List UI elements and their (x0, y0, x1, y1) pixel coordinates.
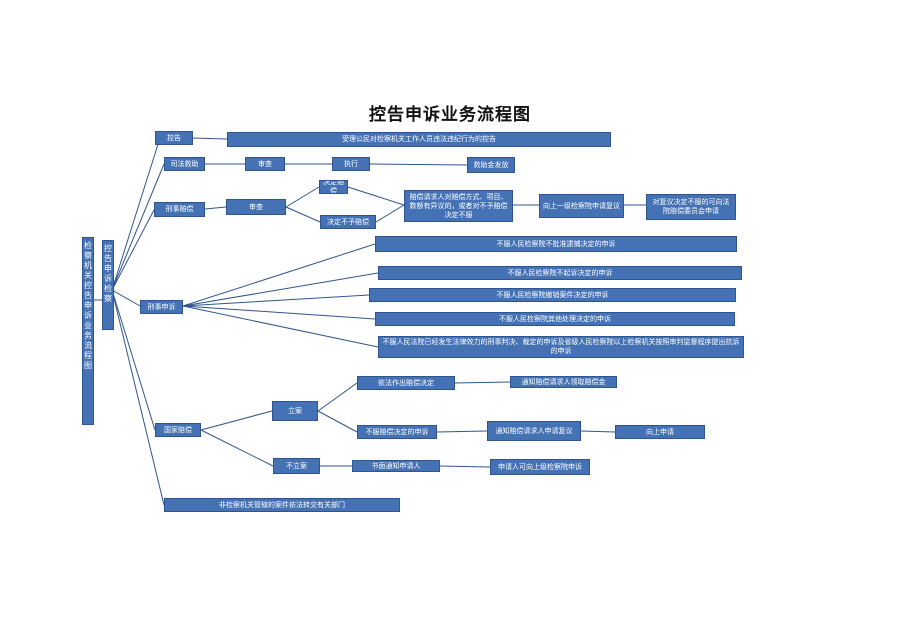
edge-sub-bottom (111, 289, 165, 506)
node-xingshen: 刑事申诉 (140, 300, 183, 314)
edge-sub-xingshi (111, 209, 155, 291)
node-sifa-zhixing: 执行 (332, 157, 370, 171)
node-bottom: 非检察机关管辖的案件依法转交有关部门 (164, 498, 400, 512)
node-lian-b-next: 通知赔偿请求人申请复议 (487, 421, 581, 441)
sub-root-node: 控告申诉检察 (102, 240, 114, 330)
node-xs2: 不服人民检察院不起诉决定的申诉 (378, 266, 742, 280)
edge-lian-a (317, 382, 358, 412)
edge-shencha2-jueding (285, 186, 320, 208)
edge-sub-xingshen (111, 289, 141, 307)
edge-zhixing-next (369, 163, 468, 166)
edge-b-next2 (580, 430, 616, 433)
edge-b-next (436, 430, 488, 433)
node-lian-b: 不服赔偿决定的申诉 (357, 425, 437, 439)
node-lian-a: 依法作出赔偿决定 (357, 376, 455, 390)
node-sifa: 司法救助 (164, 157, 205, 171)
edge-xingshen-xs1 (182, 243, 376, 307)
edge-xingshen-xs5 (182, 305, 379, 348)
edge-sub-guojia (111, 289, 156, 431)
node-xs4: 不服人民检察院其他处理决定的申诉 (375, 312, 735, 326)
edge-xingshen-xs2 (182, 272, 379, 307)
node-xs1: 不服人民检察院不批准逮捕决定的申诉 (375, 236, 737, 252)
diagram-title: 控告申诉业务流程图 (369, 105, 531, 125)
node-xs5: 不服人民法院已经发生法律效力的刑事判决、裁定的申诉及省级人民检察院以上检察机关按… (378, 336, 744, 358)
node-bulian-next: 书面通知申请人 (352, 460, 440, 472)
edge-bulian-next2 (439, 465, 491, 468)
edge-kongao-desc (192, 137, 228, 140)
node-kongao-desc: 受理公民对检察机关工作人员违法违纪行为的控告 (227, 132, 611, 147)
node-buyu: 决定不予赔偿 (320, 215, 376, 229)
node-jueding-detail: 赔偿请求人对赔偿方式、项目、数额有异议的，或者对不予赔偿决定不服 (404, 190, 513, 222)
edge-sub-sifa (111, 163, 165, 291)
edge-xingshen-xs3 (182, 294, 370, 307)
edge-buyu-detail (375, 204, 405, 223)
node-sifa-next: 救助金发放 (467, 157, 515, 173)
node-lian: 立案 (272, 401, 318, 421)
node-lian-b-next2: 向上申请 (615, 425, 705, 439)
node-xingshi-shencha: 审查 (226, 199, 286, 215)
edge-guojia-bulian (200, 429, 274, 467)
node-lian-a-next: 通知赔偿请求人领取赔偿金 (510, 376, 617, 388)
edge-lian-b (317, 410, 358, 433)
node-kongao: 控告 (155, 131, 193, 145)
root-node: 检察机关控告申诉业务流程图 (82, 237, 94, 425)
node-jueding-next2: 对复议决定不服的可向法院赔偿委员会申请 (646, 194, 736, 220)
node-xingshi: 刑事赔偿 (154, 202, 205, 217)
edge-jueding-detail (347, 186, 405, 206)
node-guojia: 国家赔偿 (155, 423, 201, 437)
node-bulian-next2: 申请人可向上级检察院申诉 (490, 459, 590, 475)
node-sifa-shencha: 审查 (245, 157, 285, 171)
node-jueding: 决定赔偿 (319, 180, 348, 194)
node-jueding-next: 向上一级检察院申请复议 (539, 194, 624, 218)
edge-a-next (454, 381, 511, 384)
edge-sub-kongao (111, 137, 161, 291)
edge-shencha2-buyu (285, 206, 321, 223)
node-xs3: 不服人民检察院撤销案件决定的申诉 (369, 288, 736, 302)
edge-guojia-lian (200, 410, 273, 431)
edge-xingshi-shencha2 (204, 206, 227, 210)
edge-xingshen-xs4 (182, 305, 376, 320)
node-bulian: 不立案 (273, 458, 320, 474)
